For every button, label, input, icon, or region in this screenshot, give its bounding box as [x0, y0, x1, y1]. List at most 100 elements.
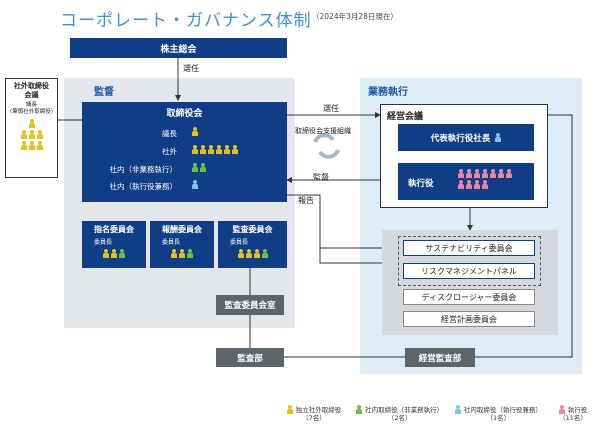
audit-committee: 監査委員会 委員長: [218, 221, 287, 268]
legend-label: 独立社外取締役: [295, 405, 342, 414]
disclosure-committee: ディスクロージャー委員会: [403, 289, 535, 305]
pink-person-icon: [498, 169, 504, 178]
nomination-committee-label: 指名委員会: [94, 225, 134, 234]
legend: 独立社外取締役 （7名） 社内取締役（非業務執行） （2名） 社内取締役（執行役…: [283, 405, 593, 433]
outside-chair-line2: （筆頭社外取締役）: [6, 109, 57, 115]
green-person-icon: [192, 163, 198, 172]
support-label: 取締役会支援組織: [295, 127, 351, 135]
yellow-person-icon: [192, 145, 198, 154]
management-planning-committee: 経営計画委員会: [403, 311, 535, 327]
blue-person-icon: [454, 405, 461, 414]
nomination-chair-label: 委員長: [94, 239, 113, 246]
management-audit-department: 経営監査部: [405, 348, 475, 367]
yellow-person-icon: [232, 145, 238, 154]
yellow-person-icon: [36, 130, 43, 139]
pink-person-icon: [458, 180, 464, 189]
supervision-label: 監督: [94, 87, 114, 98]
risk-management-panel: リスクマネジメントパネル: [403, 263, 535, 279]
execution-label: 業務執行: [368, 87, 408, 98]
blue-person-icon: [495, 133, 502, 142]
mgmt-meeting-label: 経営会議: [387, 112, 424, 122]
yellow-person-icon: [216, 145, 222, 154]
green-person-icon: [119, 249, 125, 258]
ceo-label: 代表執行役社長: [430, 133, 491, 144]
audit-committee-label: 監査委員会: [232, 225, 273, 234]
outside-title-line2: 会議: [24, 91, 39, 99]
legend-count: （11名）: [559, 414, 587, 422]
green-person-icon: [187, 249, 193, 258]
yellow-person-icon: [253, 249, 260, 258]
audit-chair-label: 委員長: [230, 239, 249, 246]
date-note: （2024年3月28日現在）: [312, 12, 398, 21]
pink-person-icon: [490, 169, 496, 178]
election-label: 選任: [183, 64, 199, 73]
board-row-outside: 社外: [162, 147, 177, 156]
shareholders-meeting: 株主総会: [70, 38, 287, 58]
pink-person-icon: [466, 169, 472, 178]
yellow-person-icon: [111, 249, 117, 258]
report-label: 報告: [298, 196, 314, 205]
legend-item-exec-director: 社内取締役（執行役兼務） （1名）: [454, 405, 542, 433]
green-person-icon: [356, 405, 363, 414]
board-label: 取締役会: [166, 109, 203, 119]
green-person-icon: [200, 163, 206, 172]
pink-person-icon: [474, 180, 480, 189]
audit-committee-office: 監査委員会室: [216, 295, 284, 315]
yellow-person-icon: [237, 249, 244, 258]
supervise-label: 監督: [313, 173, 329, 182]
legend-label: 執行役: [567, 405, 588, 414]
yellow-person-icon: [245, 249, 252, 258]
blue-person-icon: [192, 180, 198, 189]
legend-label: 社内取締役（非業務執行）: [365, 405, 444, 414]
legend-item-officer: 執行役 （11名）: [553, 405, 593, 433]
compensation-committee: 報酬委員会 委員長: [150, 221, 214, 268]
legend-count: （7名）: [302, 414, 326, 422]
yellow-person-icon: [224, 145, 230, 154]
yellow-person-icon: [208, 145, 214, 154]
outside-title-line1: 社外取締役: [14, 82, 49, 90]
yellow-person-icon: [28, 119, 35, 128]
yellow-person-icon: [192, 127, 198, 136]
ceo-box: 代表執行役社長: [398, 124, 534, 151]
pink-person-icon: [506, 169, 512, 178]
green-person-icon: [261, 249, 268, 258]
legend-item-non-exec: 社内取締役（非業務執行） （2名）: [356, 405, 444, 433]
yellow-person-icon: [36, 141, 43, 150]
pink-person-icon: [466, 180, 472, 189]
board-row-chair: 議長: [162, 129, 177, 138]
yellow-person-icon: [28, 141, 35, 150]
board-of-directors: 取締役会 議長 社外 社内（非業務執行） 社内（執行役兼務）: [82, 102, 287, 202]
board-row-exec: 社内（執行役兼務）: [109, 182, 178, 191]
board-to-mgmt-label: 選任: [323, 104, 339, 113]
yellow-person-icon: [286, 405, 293, 414]
yellow-person-icon: [103, 249, 109, 258]
yellow-person-icon: [20, 141, 27, 150]
pink-person-icon: [482, 180, 488, 189]
yellow-person-icon: [28, 130, 35, 139]
nomination-committee: 指名委員会 委員長: [82, 221, 146, 268]
legend-item-independent: 独立社外取締役 （7名）: [283, 405, 345, 433]
outside-chair-line1: 議長: [25, 102, 37, 108]
yellow-person-icon: [171, 249, 177, 258]
pink-person-icon: [474, 169, 480, 178]
yellow-person-icon: [20, 130, 27, 139]
yellow-person-icon: [200, 145, 206, 154]
pink-person-icon: [482, 169, 488, 178]
board-row-non-exec: 社内（非業務執行）: [109, 165, 178, 174]
legend-count: （1名）: [486, 414, 511, 422]
pink-person-icon: [458, 169, 464, 178]
highlighted-committees-frame: [398, 236, 541, 286]
yellow-person-icon: [179, 249, 185, 258]
outside-directors-meeting: 社外取締役 会議 議長 （筆頭社外取締役）: [5, 78, 58, 178]
legend-label: 社内取締役（執行役兼務）: [463, 405, 542, 414]
compensation-chair-label: 委員長: [162, 239, 181, 246]
page-title: コーポレート・ガバナンス体制: [60, 11, 312, 31]
sustainability-committee: サステナビリティ委員会: [403, 240, 535, 256]
legend-count: （2名）: [387, 414, 412, 422]
pink-person-icon: [558, 405, 565, 414]
audit-department: 監査部: [216, 348, 284, 367]
compensation-committee-label: 報酬委員会: [162, 225, 202, 234]
officers-label: 執行役: [408, 179, 434, 189]
officers-box: 執行役: [398, 163, 534, 200]
